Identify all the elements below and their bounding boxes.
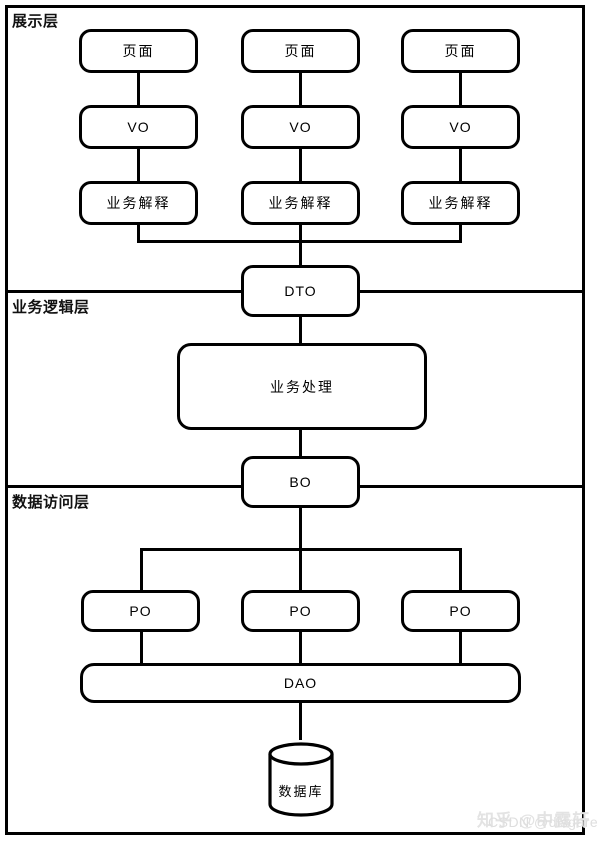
layer-label-presentation: 展示层 xyxy=(12,13,59,30)
connector-bus-po3 xyxy=(459,548,462,591)
node-label: PO xyxy=(449,603,472,619)
connector-bo-bus xyxy=(299,507,302,548)
connector-bus-po1 xyxy=(140,548,143,591)
database-cylinder-icon xyxy=(268,742,334,817)
connector-page3-vo3 xyxy=(459,71,462,109)
node-label: 页面 xyxy=(122,43,155,59)
connector-dao-database xyxy=(299,702,302,740)
node-business-process[interactable]: 业务处理 xyxy=(177,343,427,430)
node-label: DTO xyxy=(284,283,317,299)
connector-vo3-interp3 xyxy=(459,147,462,184)
node-page-3[interactable]: 页面 xyxy=(401,29,520,73)
node-vo-3[interactable]: VO xyxy=(401,105,520,149)
node-label: VO xyxy=(289,119,312,135)
node-dto[interactable]: DTO xyxy=(241,265,360,317)
node-vo-2[interactable]: VO xyxy=(241,105,360,149)
node-label: PO xyxy=(129,603,152,619)
node-po-3[interactable]: PO xyxy=(401,590,520,632)
connector-interp3-bus xyxy=(459,223,462,240)
connector-vo1-interp1 xyxy=(137,147,140,184)
node-dao[interactable]: DAO xyxy=(80,663,521,703)
connector-process-bo xyxy=(299,429,302,457)
node-interpreter-2[interactable]: 业务解释 xyxy=(241,181,360,225)
node-interpreter-1[interactable]: 业务解释 xyxy=(79,181,198,225)
connector-po1-dao xyxy=(140,631,143,664)
node-label: VO xyxy=(449,119,472,135)
node-interpreter-3[interactable]: 业务解释 xyxy=(401,181,520,225)
node-page-1[interactable]: 页面 xyxy=(79,29,198,73)
node-label: DAO xyxy=(283,675,318,691)
node-page-2[interactable]: 页面 xyxy=(241,29,360,73)
node-vo-1[interactable]: VO xyxy=(79,105,198,149)
node-label: 业务解释 xyxy=(428,195,493,211)
connector-page1-vo1 xyxy=(137,71,140,109)
database-label: 数据库 xyxy=(278,784,324,799)
layer-label-business: 业务逻辑层 xyxy=(12,299,90,316)
node-label: 业务处理 xyxy=(270,378,334,395)
node-label: VO xyxy=(127,119,150,135)
node-po-1[interactable]: PO xyxy=(81,590,200,632)
node-label: 业务解释 xyxy=(268,195,333,211)
connector-po3-dao xyxy=(459,631,462,664)
node-label: PO xyxy=(289,603,312,619)
node-bo[interactable]: BO xyxy=(241,456,360,508)
node-label: 页面 xyxy=(284,43,317,59)
node-label: 页面 xyxy=(444,43,477,59)
connector-interp2-bus xyxy=(299,223,302,240)
connector-bus-dto xyxy=(299,240,302,266)
node-label: BO xyxy=(289,474,312,490)
connector-po2-dao xyxy=(299,631,302,664)
node-database[interactable]: 数据库 xyxy=(265,740,337,818)
node-label: 业务解释 xyxy=(106,195,171,211)
layer-label-data-access: 数据访问层 xyxy=(12,494,90,511)
connector-vo2-interp2 xyxy=(299,147,302,184)
connector-interp1-bus xyxy=(137,223,140,240)
connector-dto-process xyxy=(299,316,302,344)
connector-bus-po2 xyxy=(299,548,302,591)
connector-page2-vo2 xyxy=(299,71,302,109)
node-po-2[interactable]: PO xyxy=(241,590,360,632)
